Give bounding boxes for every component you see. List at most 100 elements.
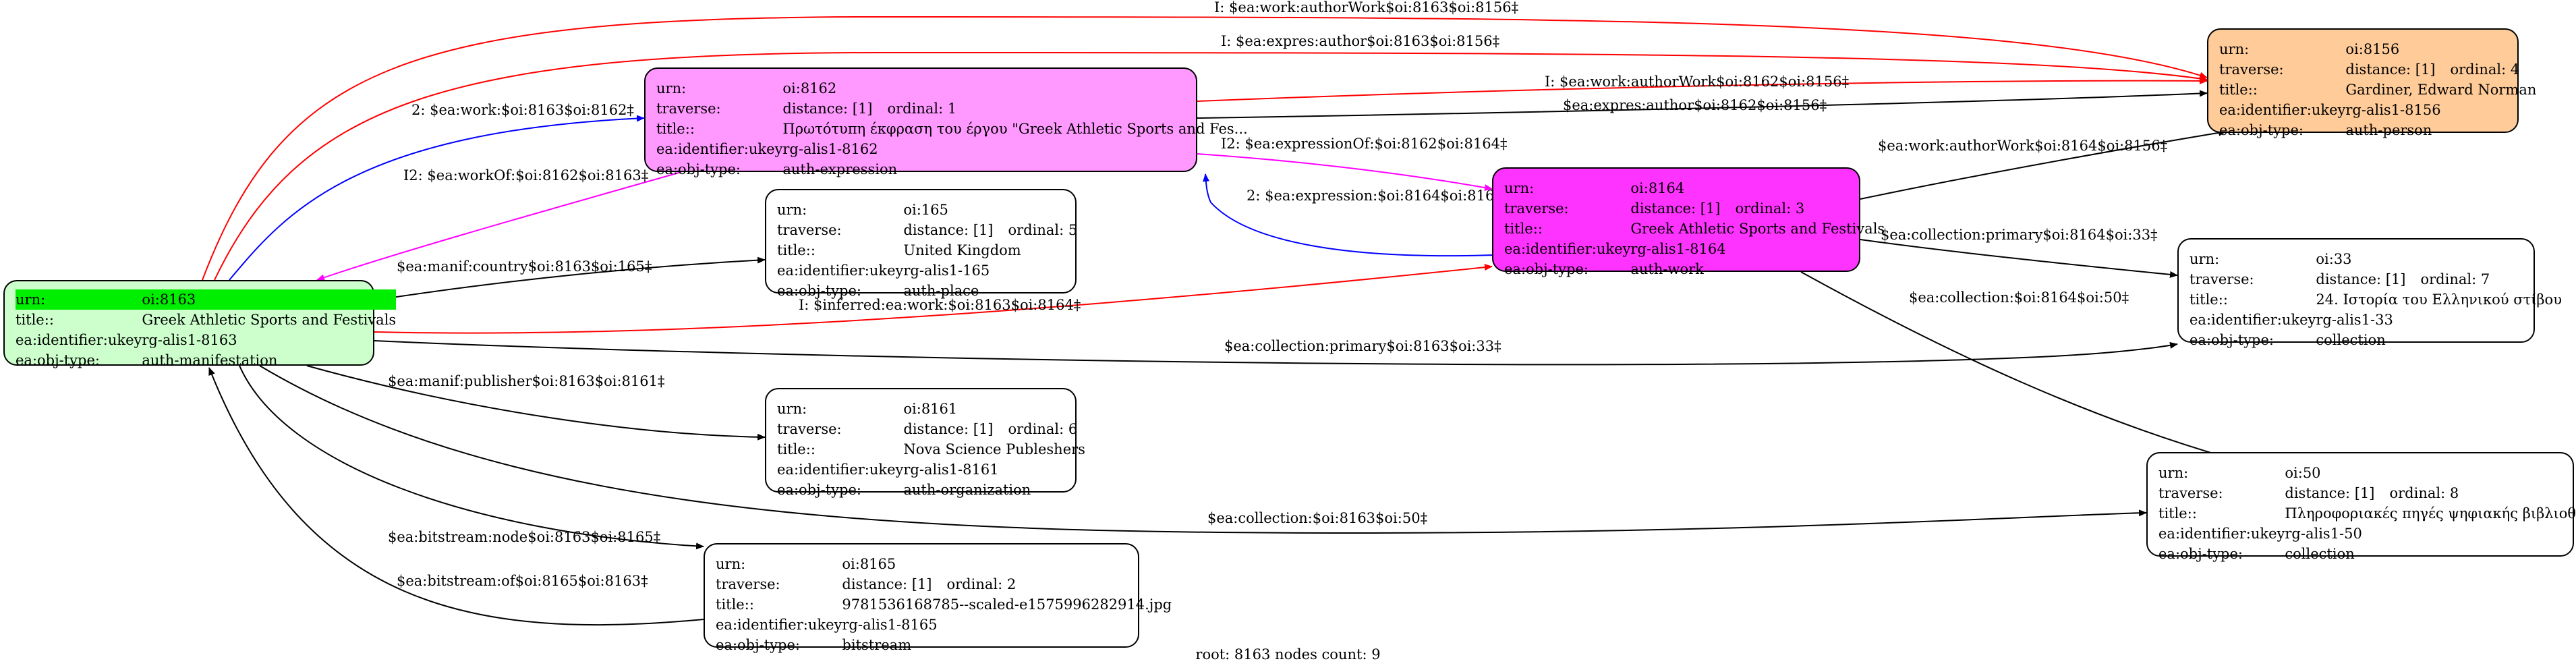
- field-label-traverse: traverse:: [2219, 61, 2284, 78]
- field-label-traverse: traverse:: [2158, 485, 2223, 501]
- edge-label: $ea:collection:primary$oi:8164$oi:33‡: [1881, 227, 2158, 243]
- node-oi-8162[interactable]: urn: oi:8162 traverse: distance: [1] ordina…: [644, 67, 1248, 177]
- node-distance: distance: [1]: [903, 222, 994, 238]
- node-traverse: distance: [1]ordinal: 4: [2345, 59, 2536, 80]
- field-label-urn: urn:: [777, 401, 807, 417]
- field-label-traverse: traverse:: [656, 101, 721, 117]
- node-title: Gardiner, Edward Norman: [2345, 82, 2537, 98]
- field-label-title: title::: [716, 596, 754, 613]
- node-identifier: rg-alis1-50: [2285, 526, 2362, 542]
- edge-expres-author-8163-8156: [214, 51, 2208, 281]
- field-label-objtype: ea:obj-type:: [16, 352, 100, 368]
- field-label-identifier: ea:identifier:ukey: [656, 141, 783, 157]
- field-label-urn: urn:: [2219, 41, 2250, 57]
- edge-label: I: $ea:expres:author$oi:8163$oi:8156‡: [1221, 33, 1499, 49]
- field-label-identifier: ea:identifier:ukey: [2219, 102, 2346, 118]
- node-title: Greek Athletic Sports and Festivals: [142, 312, 397, 328]
- node-traverse: distance: [1] ordinal: 5: [903, 220, 1077, 240]
- node-fields: urn:oi:50 traverse:distance: [1]ordinal:…: [2158, 463, 2576, 564]
- node-distance: distance: [1]: [782, 101, 873, 117]
- edge-manif-publisher-8163-8161: [306, 365, 766, 441]
- field-label-urn: urn:: [2158, 465, 2189, 481]
- node-distance: distance: [1]: [2285, 485, 2375, 501]
- node-objtype: auth-organization: [903, 482, 1031, 498]
- edge-label: I: $inferred:ea:work:$oi:8163$oi:8164‡: [799, 297, 1081, 313]
- node-ordinal: ordinal: 6: [1008, 421, 1078, 437]
- edge-label: $ea:work:authorWork$oi:8164$oi:8156‡: [1878, 138, 2167, 154]
- node-title: Πρωτότυπη έκφραση του έργου "Greek Athle…: [782, 121, 1248, 137]
- node-traverse: distance: [1]ordinal: 7: [2316, 269, 2562, 289]
- node-urn: oi:8161: [903, 401, 958, 417]
- node-identifier: rg-alis1-8164: [1630, 241, 1726, 257]
- node-oi-8156[interactable]: urn:oi:8156 traverse:distance: [1]ordina…: [2207, 28, 2536, 138]
- node-urn: oi:33: [2316, 251, 2352, 267]
- edge-collection-primary-8164-33: [1860, 239, 2178, 278]
- node-distance: distance: [1]: [842, 576, 932, 592]
- field-label-urn: urn:: [656, 80, 687, 96]
- node-fields: urn: oi:8162 traverse: distance: [1] ordina…: [656, 78, 1248, 179]
- node-distance: distance: [1]: [903, 421, 994, 437]
- edge-authorwork-8162-8156: [1197, 77, 2208, 102]
- node-fields: urn:oi:165 traverse:distance: [1]ordinal…: [777, 200, 1077, 301]
- node-oi-165[interactable]: urn:oi:165 traverse:distance: [1]ordinal…: [765, 189, 1077, 299]
- edge-label: $ea:expres:author$oi:8162$oi:8156‡: [1563, 97, 1827, 113]
- edge-label: I: $ea:work:authorWork$oi:8163$oi:8156‡: [1214, 0, 1518, 16]
- edge-label: $ea:collection:primary$oi:8163$oi:33‡: [1224, 338, 1501, 354]
- edge-collection-8164-50: [1800, 271, 2232, 460]
- node-ordinal: ordinal: 7: [2420, 271, 2490, 287]
- edge-expressionof-8162-8164: [1197, 153, 1493, 191]
- edge-work-8163-8162: [229, 115, 645, 281]
- node-urn: oi:8162: [782, 80, 837, 96]
- node-urn: oi:8165: [842, 556, 896, 572]
- edge-bitstream-node-8163-8165: [239, 365, 704, 550]
- field-label-identifier: ea:identifier:ukey: [777, 461, 904, 478]
- field-label-identifier: ea:identifier:ukey: [716, 617, 842, 633]
- edge-workof-8162-8163: [316, 171, 682, 281]
- node-title: 9781536168785--scaled-e1575996282914.jpg: [842, 596, 1172, 613]
- node-ordinal: ordinal: 5: [1008, 222, 1078, 238]
- node-distance: distance: [1]: [1630, 200, 1721, 217]
- node-title: Πληροφοριακές πηγές ψηφιακής βιβλιοθήκης: [2285, 505, 2576, 522]
- field-label-identifier: ea:identifier:ukey: [2158, 526, 2285, 542]
- field-label-title: title::: [777, 441, 815, 457]
- node-oi-50[interactable]: urn:oi:50 traverse:distance: [1]ordinal:…: [2146, 452, 2576, 562]
- node-title: United Kingdom: [903, 242, 1021, 258]
- node-fields: urn:oi:8161 traverse:distance: [1]ordina…: [777, 399, 1085, 500]
- node-urn: oi:8164: [1630, 180, 1685, 196]
- edge-label: 2: $ea:work:$oi:8163$oi:8162‡: [411, 102, 634, 118]
- node-oi-33[interactable]: urn:oi:33 traverse:distance: [1]ordinal:…: [2177, 238, 2562, 348]
- field-label-title: title::: [2189, 291, 2228, 308]
- node-objtype: collection: [2285, 546, 2355, 562]
- node-ordinal: ordinal: 4: [2450, 61, 2520, 78]
- field-label-objtype: ea:obj-type:: [2219, 122, 2303, 138]
- node-oi-8161[interactable]: urn:oi:8161 traverse:distance: [1]ordina…: [765, 388, 1085, 498]
- node-objtype: collection: [2316, 332, 2386, 348]
- node-identifier: rg-alis1-8163: [142, 332, 237, 348]
- node-identifier: rg-alis1-8161: [903, 461, 999, 478]
- node-oi-8165[interactable]: urn:oi:8165 traverse:distance: [1]ordina…: [704, 543, 1172, 653]
- field-label-title: title::: [656, 121, 695, 137]
- field-label-title: title::: [2158, 505, 2197, 522]
- edge-label: I: $ea:work:authorWork$oi:8162$oi:8156‡: [1545, 74, 1849, 90]
- node-oi-8163[interactable]: urn:oi:8163 title::Greek Athletic Sports…: [3, 280, 397, 368]
- edge-authorwork-8163-8156: [202, 16, 2208, 281]
- node-urn: oi:50: [2285, 465, 2321, 481]
- field-label-identifier: ea:identifier:ukey: [16, 332, 142, 348]
- node-ordinal: ordinal: 1: [887, 101, 957, 117]
- field-label-title: title::: [16, 312, 54, 328]
- node-traverse: distance: [1] ordinal: 6: [903, 419, 1085, 439]
- node-fields: urn:oi:8165 traverse:distance: [1]ordina…: [716, 554, 1172, 655]
- field-label-urn: urn:: [777, 202, 807, 218]
- field-label-title: title::: [2219, 82, 2258, 98]
- edge-inferred-work-8163-8164: [374, 264, 1493, 334]
- edge-expression-8164-8162: [1203, 173, 1495, 257]
- node-identifier: rg-alis1-33: [2316, 312, 2393, 328]
- edge-label: $ea:manif:publisher$oi:8163$oi:8161‡: [388, 373, 665, 389]
- node-identifier: rg-alis1-165: [903, 262, 990, 279]
- node-traverse: distance: [1]ordinal: 3: [1630, 198, 1885, 219]
- node-fields: urn:oi:8156 traverse:distance: [1]ordina…: [2219, 39, 2536, 140]
- edge-collection-8163-50: [259, 365, 2147, 534]
- edge-bitstream-of-8165-8163: [208, 367, 704, 626]
- node-oi-8164[interactable]: urn:oi:8164 traverse:distance: [1]ordina…: [1492, 167, 1885, 277]
